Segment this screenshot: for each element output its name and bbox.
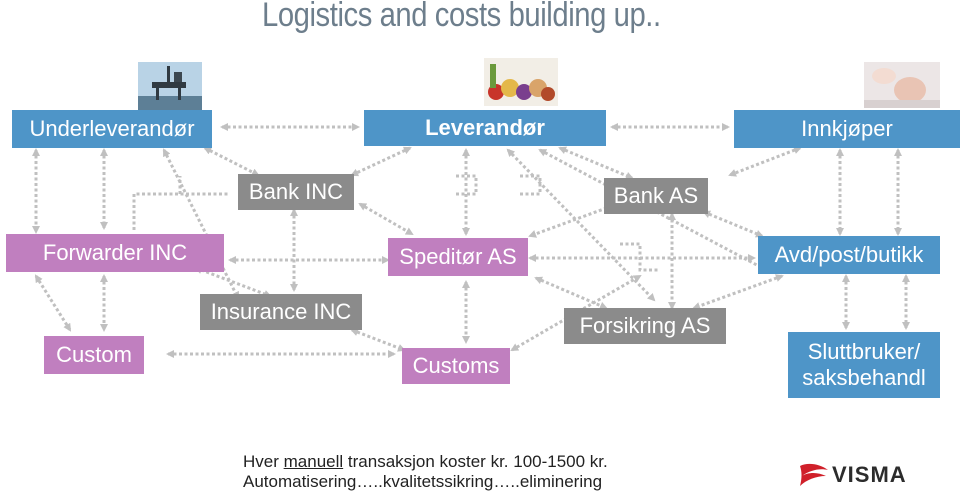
visma-logo-text: VISMA xyxy=(832,462,907,487)
speditor-as-node: Speditør AS xyxy=(388,238,528,276)
underleverandor-node: Underleverandør xyxy=(12,110,212,148)
visma-swoosh-icon: VISMA xyxy=(800,462,907,487)
avd-post-butikk-node: Avd/post/butikk xyxy=(758,236,940,274)
footer-line1: Hver manuell transaksjon koster kr. 100-… xyxy=(243,452,608,472)
insurance-inc-node: Insurance INC xyxy=(200,294,362,330)
baby-photo xyxy=(864,62,940,108)
innkjoper-node: Innkjøper xyxy=(734,110,960,148)
customs-node: Customs xyxy=(402,348,510,384)
forsikring-as-node: Forsikring AS xyxy=(564,308,726,344)
custom-node: Custom xyxy=(44,336,144,374)
visma-logo: VISMA xyxy=(798,460,918,488)
food-photo xyxy=(484,58,558,106)
footer-line1-suffix: transaksjon koster kr. 100-1500 kr. xyxy=(343,452,608,471)
footer-line1-prefix: Hver xyxy=(243,452,284,471)
sluttbruker-line1: Sluttbruker/ xyxy=(807,339,921,364)
bank-as-node: Bank AS xyxy=(604,178,708,214)
footer-line2: Automatisering…..kvalitetssikring…..elim… xyxy=(243,472,603,491)
footer-line1-emph: manuell xyxy=(283,452,344,471)
sluttbruker-line2: saksbehandl xyxy=(802,365,926,390)
leverandor-node: Leverandør xyxy=(364,110,606,146)
forwarder-inc-node: Forwarder INC xyxy=(6,234,224,272)
sluttbruker-node: Sluttbruker/ saksbehandl xyxy=(788,332,940,398)
oil-rig-photo xyxy=(138,62,202,110)
bank-inc-node: Bank INC xyxy=(238,174,354,210)
page-title: Logistics and costs building up.. xyxy=(262,0,661,34)
